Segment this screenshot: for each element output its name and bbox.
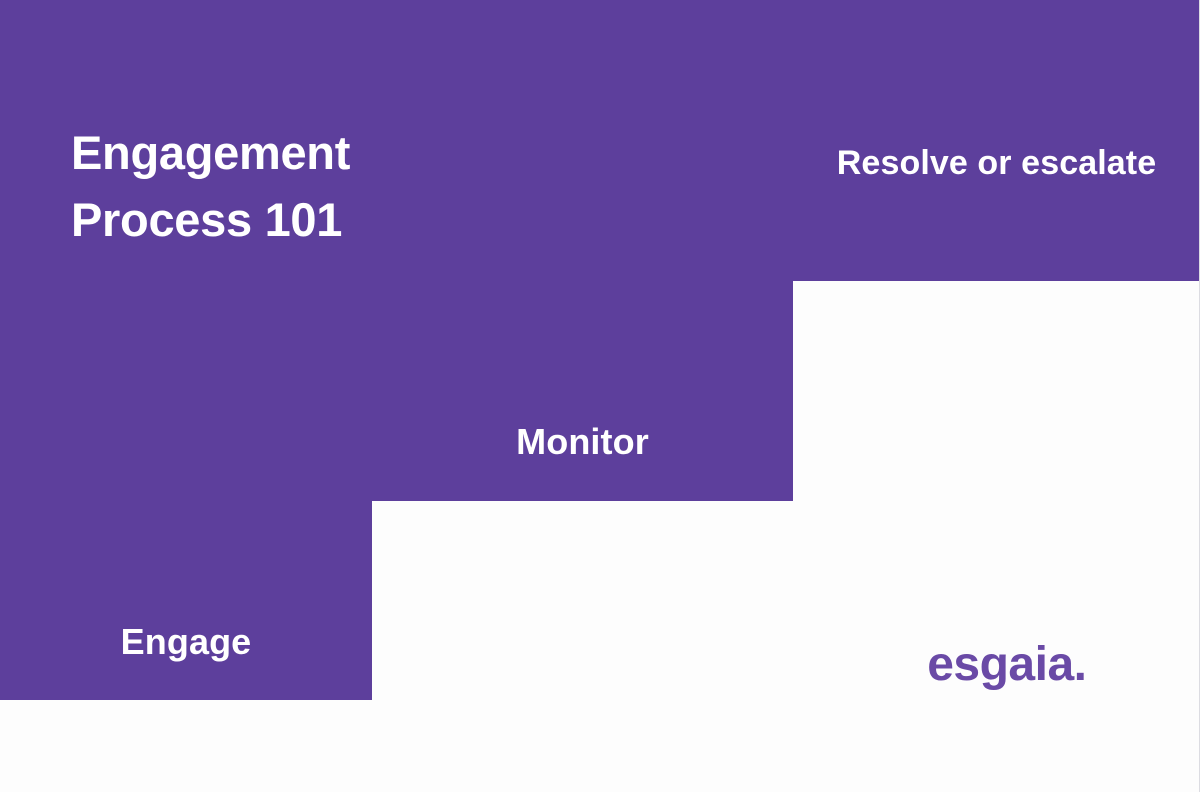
esgaia-logo: esgaia .	[927, 641, 1087, 689]
title-line-1: Engagement	[71, 126, 351, 179]
step-label-monitor: Monitor	[516, 421, 649, 462]
stair-tier-bottom	[0, 501, 372, 700]
page-title: Engagement Process 101	[71, 120, 591, 253]
step-label-resolve: Resolve or escalate	[836, 144, 1157, 182]
step-label-engage: Engage	[120, 621, 252, 662]
brand-wordmark: esgaia	[927, 638, 1074, 691]
brand-dot: .	[1073, 638, 1087, 691]
stair-tier-middle	[0, 281, 793, 501]
title-line-2: Process 101	[71, 192, 343, 246]
